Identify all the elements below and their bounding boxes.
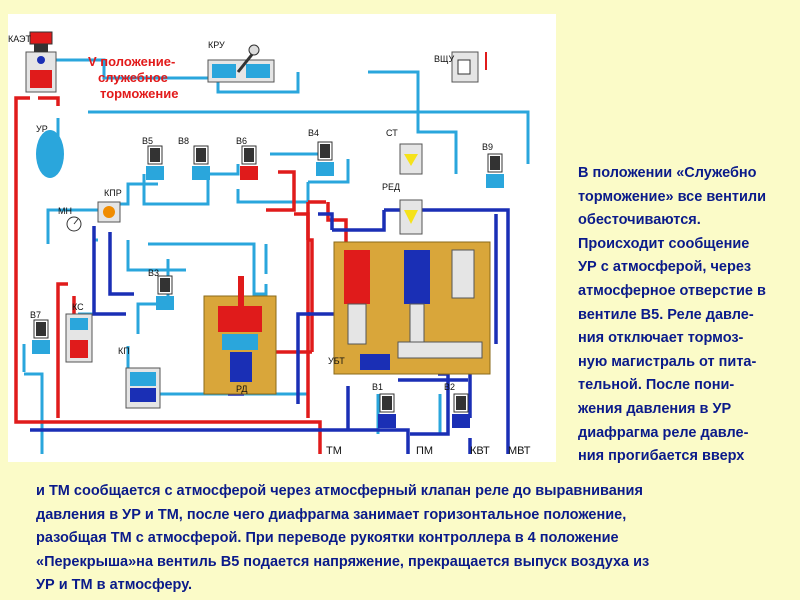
label-red: РЕД [382,182,400,192]
title-line-2: служебное [98,70,168,85]
brake-lines [14,96,348,454]
side-text-line: атмосферное отверстие в [578,282,766,299]
side-text-line: ную магистраль от пита- [578,353,757,370]
side-text-line: диафрагма реле давле- [578,424,749,441]
component-labels: КАЭТ КРУ ВЩУ УР КПР МН В5 В8 В6 В4 СТ РЕ… [8,34,531,457]
bottom-text-line: «Перекрыша»на вентиль В5 подается напряж… [36,553,650,570]
ur-reservoir [36,130,64,178]
label-ubt: УБТ [328,356,345,366]
label-v5: В5 [142,136,153,146]
side-text-line: Происходит сообщение [578,235,750,252]
side-text-line: торможение» все вентили [578,188,767,205]
label-v8: В8 [178,136,189,146]
label-kaet: КАЭТ [8,34,32,44]
ks-valve [65,313,93,363]
label-ks: КС [72,302,84,312]
kaet-valve [25,31,57,93]
title-line-3: торможение [100,86,178,101]
label-mvt: МВТ [508,445,531,457]
label-tm: ТМ [326,445,342,457]
label-ur: УР [36,124,48,134]
bottom-text-line: УР и ТМ в атмосферу. [36,577,193,594]
st-red-valves [399,143,423,235]
side-text-line: жения давления в УР [578,400,732,417]
bottom-text-line: давления в УР и ТМ, после чего диафрагма… [36,506,627,523]
label-v1: В1 [372,382,383,392]
label-mn: МН [58,206,72,216]
bottom-description: и ТМ сообщается с атмосферой через атмос… [36,480,800,598]
diagram-svg: V положение- служебное торможение КАЭТ К… [8,31,531,457]
vschu-valve [451,51,487,83]
side-text-line: тельной. После пони- [578,377,735,394]
title-line-1: V положение- [88,54,175,69]
label-kp: КП [118,346,130,356]
label-kpr: КПР [104,188,122,198]
label-v4: В4 [308,128,319,138]
side-text-line: В положении «Служебно [578,165,757,181]
label-v6: В6 [236,136,247,146]
kpr-valve [97,201,121,223]
bottom-text-line: и ТМ сообщается с атмосферой через атмос… [36,483,643,499]
ubt-block [333,241,491,375]
side-text-line: вентиле В5. Реле давле- [578,306,754,323]
label-rd: РД [236,384,248,394]
label-kvt: КВТ [470,445,490,457]
side-text-line: ния прогибается вверх [578,448,745,465]
label-kru: КРУ [208,40,225,50]
side-text-line: ния отключает тормоз- [578,330,744,347]
side-text-line: обесточиваются. [578,212,701,229]
kp-valve [125,367,161,409]
mn-gauge [66,216,82,232]
kru-valve [207,44,275,83]
bottom-text-line: разобщая ТМ с атмосферой. При переводе р… [36,530,619,547]
title-block: V положение- служебное торможение [88,54,178,101]
label-v7: В7 [30,310,41,320]
pneumatic-diagram: V положение- служебное торможение КАЭТ К… [8,14,556,462]
label-vschu: ВЩУ [434,54,454,64]
label-v2: В2 [444,382,455,392]
label-pm: ПМ [416,445,433,457]
solenoid-valves [32,141,504,428]
side-description: В положении «Служебно торможение» все ве… [578,162,800,469]
label-v3: В3 [148,268,159,278]
label-v9: В9 [482,142,493,152]
rd-relay [203,276,277,395]
side-text-line: УР с атмосферой, через [578,259,752,276]
label-st: СТ [386,128,398,138]
